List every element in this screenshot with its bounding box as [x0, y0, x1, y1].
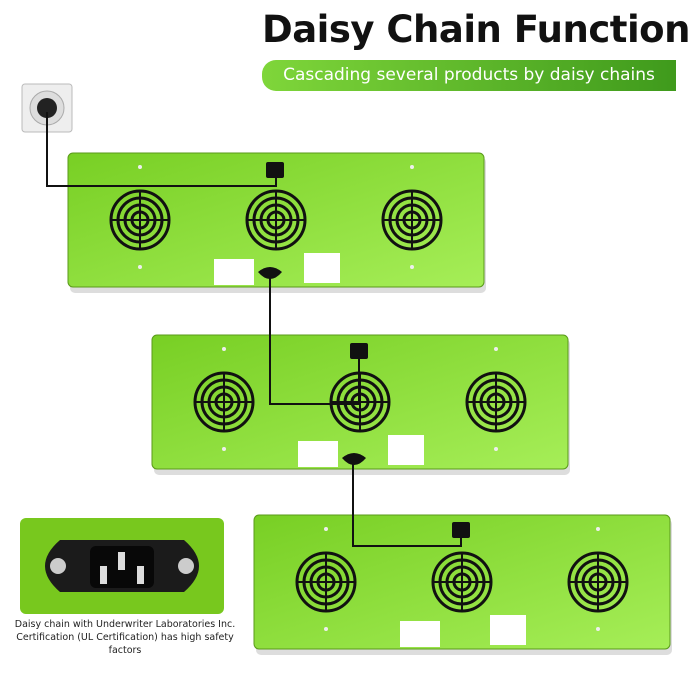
ul-label — [214, 259, 254, 285]
screw-icon — [178, 558, 194, 574]
ul-label — [400, 621, 440, 647]
subtitle-banner: Cascading several products by daisy chai… — [262, 60, 676, 91]
warning-label — [388, 435, 424, 465]
screw-icon — [50, 558, 66, 574]
fan-icon — [193, 371, 255, 433]
fan-icon — [109, 189, 171, 251]
fan-icon — [431, 551, 493, 613]
page-title: Daisy Chain Function — [262, 8, 690, 51]
fan-icon — [295, 551, 357, 613]
caption-line-1: Daisy chain with Underwriter Laboratorie… — [14, 619, 236, 630]
inset-caption: Daisy chain with Underwriter Laboratorie… — [0, 618, 250, 657]
ul-connector-closeup — [20, 518, 224, 614]
warning-label — [304, 253, 340, 283]
fan-icon — [381, 189, 443, 251]
caption-line-2: Certification (UL Certification) has hig… — [16, 632, 234, 656]
ul-label — [298, 441, 338, 467]
fan-icon — [245, 189, 307, 251]
power-cables — [46, 112, 462, 547]
connectors — [258, 162, 470, 538]
fan-icon — [465, 371, 527, 433]
warning-label — [490, 615, 526, 645]
grow-light-3 — [253, 514, 672, 655]
fan-icon — [567, 551, 629, 613]
